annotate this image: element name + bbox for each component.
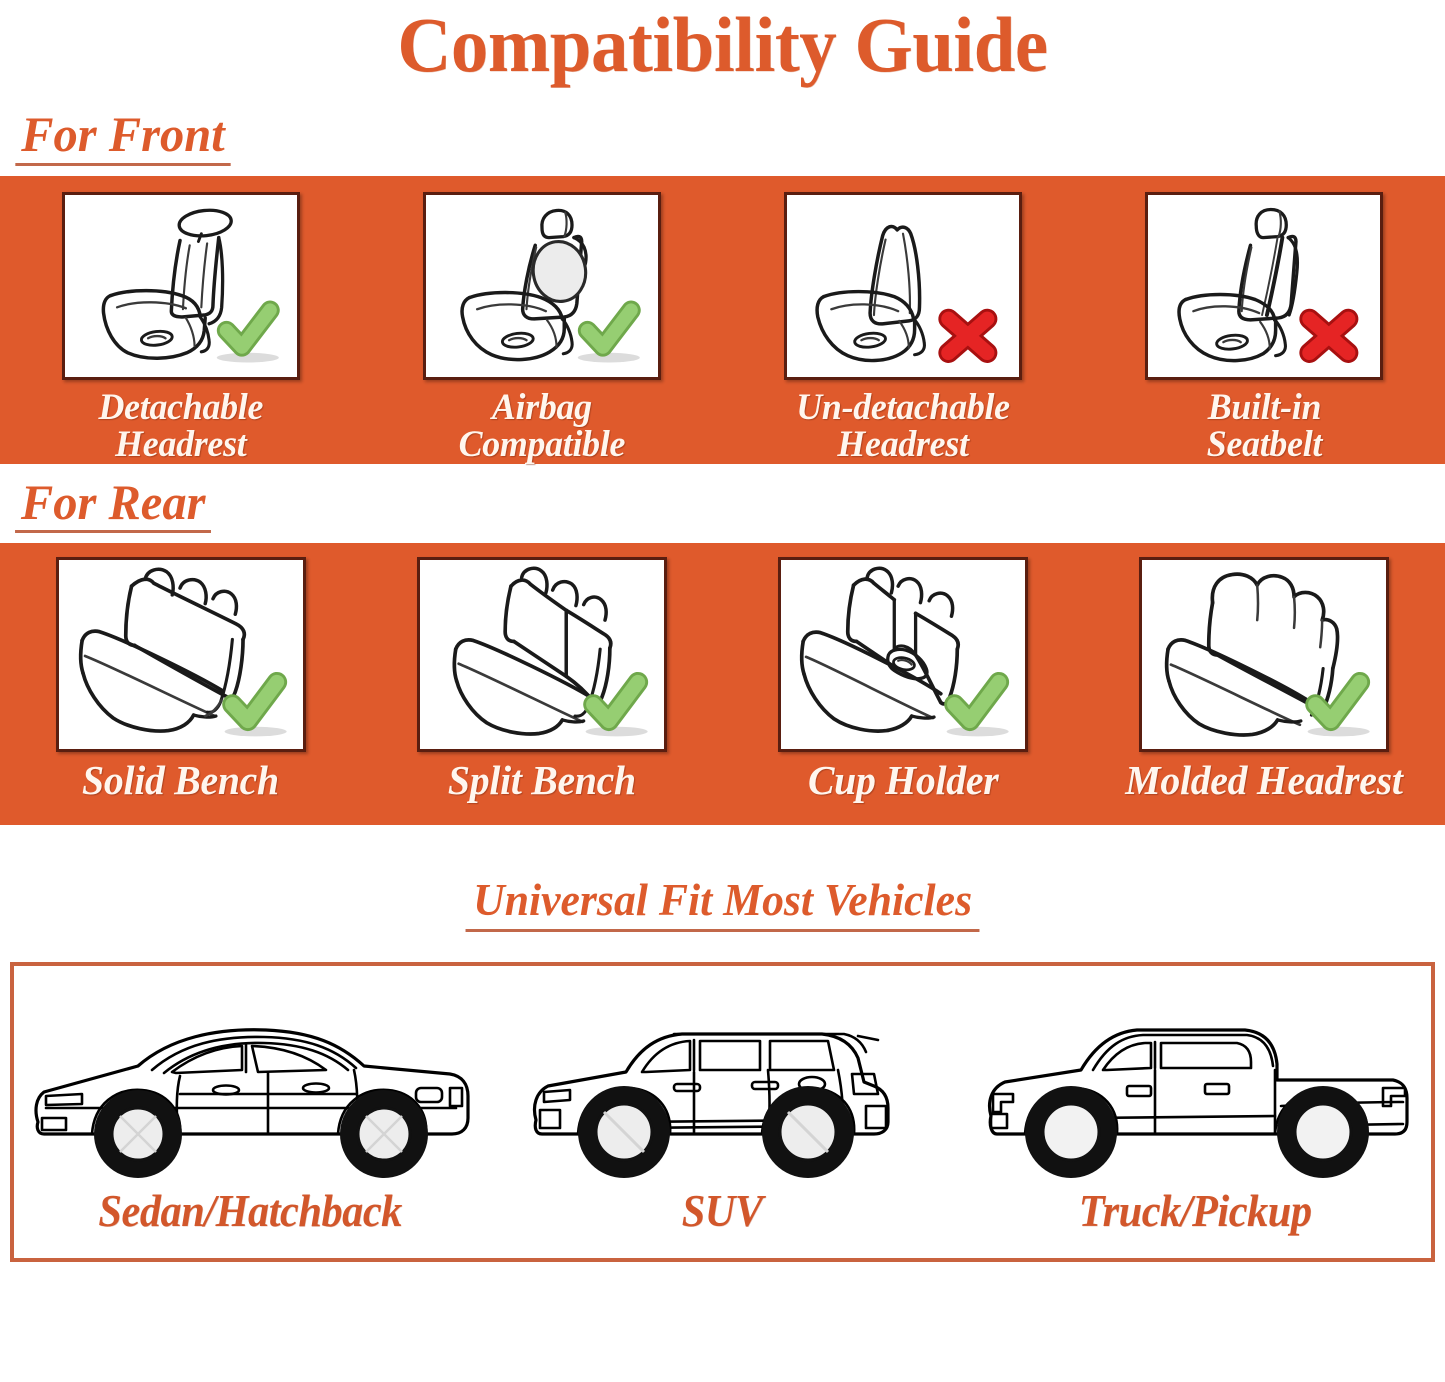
front-seat-detachable-headrest-illustration xyxy=(101,208,280,362)
red-x-icon xyxy=(938,308,998,363)
vehicle-labels-row: Sedan/Hatchback SUV Truck/Pickup xyxy=(14,1180,1431,1237)
label-line-1: Built-in xyxy=(1207,386,1322,428)
universal-fit-header: Universal Fit Most Vehicles xyxy=(0,873,1445,932)
label-line-1: Detachable xyxy=(98,386,263,428)
front-seat-builtin-seatbelt-illustration xyxy=(1177,207,1359,363)
rear-split-bench-illustration xyxy=(452,566,649,737)
front-item-label: Built-in Seatbelt xyxy=(1206,386,1323,466)
suv-art xyxy=(486,1010,958,1180)
rear-compatibility-band: Solid Bench xyxy=(0,543,1445,825)
rear-item-split-bench: Split Bench xyxy=(361,557,722,802)
truck-icon xyxy=(987,1028,1409,1178)
rear-item-label: Solid Bench xyxy=(82,757,280,803)
green-check-icon xyxy=(216,300,280,362)
label-line-1: Airbag xyxy=(491,386,592,428)
green-check-icon xyxy=(583,671,649,737)
green-check-icon xyxy=(1305,671,1371,737)
green-check-icon xyxy=(577,300,641,362)
green-check-icon xyxy=(944,671,1010,737)
rear-item-label: Molded Headrest xyxy=(1125,757,1404,803)
rear-item-label: Cup Holder xyxy=(807,757,999,803)
front-item-label: Un-detachable Headrest xyxy=(796,386,1010,466)
rear-molded-headrest-thumbnail xyxy=(1139,557,1390,752)
front-seat-undetachable-headrest-illustration xyxy=(815,224,998,363)
section-heading-rear: For Rear xyxy=(15,475,212,533)
rear-item-cup-holder: Cup Holder xyxy=(723,557,1084,802)
sedan-art xyxy=(14,1010,486,1180)
front-item-airbag-compatible: Airbag Compatible xyxy=(361,191,722,466)
green-check-icon xyxy=(221,671,287,737)
front-seat-builtin-seatbelt-thumbnail xyxy=(1145,191,1384,380)
rear-item-label: Split Bench xyxy=(447,757,636,803)
truck-art xyxy=(959,1010,1431,1180)
front-item-detachable-headrest: Detachable Headrest xyxy=(0,191,361,466)
front-item-builtin-seatbelt: Built-in Seatbelt xyxy=(1084,191,1445,466)
rear-solid-bench-illustration xyxy=(78,567,287,737)
front-item-undetachable-headrest: Un-detachable Headrest xyxy=(723,191,1084,466)
vehicle-label-sedan: Sedan/Hatchback xyxy=(98,1185,402,1236)
rear-solid-bench-thumbnail xyxy=(55,557,306,752)
rear-split-bench-thumbnail xyxy=(416,557,667,752)
front-item-label: Airbag Compatible xyxy=(458,386,626,466)
rear-item-solid-bench: Solid Bench xyxy=(0,557,361,802)
label-line-2: Compatible xyxy=(458,424,626,466)
universal-fit-heading: Universal Fit Most Vehicles xyxy=(465,873,980,932)
label-line-2: Seatbelt xyxy=(1206,424,1323,466)
section-heading-front: For Front xyxy=(15,108,231,166)
label-line-2: Headrest xyxy=(837,424,969,466)
vehicle-types-panel: Sedan/Hatchback SUV Truck/Pickup xyxy=(10,962,1435,1262)
label-line-1: Un-detachable xyxy=(796,386,1010,428)
vehicle-illustrations-row xyxy=(14,966,1431,1180)
rear-cup-holder-thumbnail xyxy=(778,557,1029,752)
page-title: Compatibility Guide xyxy=(397,1,1048,88)
front-seat-detachable-headrest-thumbnail xyxy=(61,191,300,380)
front-seat-airbag-illustration xyxy=(460,208,641,362)
front-seat-airbag-thumbnail xyxy=(422,191,661,380)
sedan-icon xyxy=(34,1028,470,1178)
suv-icon xyxy=(533,1032,891,1178)
vehicle-label-suv: SUV xyxy=(682,1185,763,1236)
front-seat-undetachable-headrest-thumbnail xyxy=(784,191,1023,380)
label-line-2: Headrest xyxy=(114,424,247,466)
rear-molded-headrest-illustration xyxy=(1165,572,1371,737)
front-compatibility-band: Detachable Headrest xyxy=(0,175,1445,466)
rear-section-header: For Rear xyxy=(0,475,1445,533)
rear-cup-holder-illustration xyxy=(800,566,1010,737)
rear-item-molded-headrest: Molded Headrest xyxy=(1084,557,1445,802)
front-section-header: For Front xyxy=(0,108,1445,166)
vehicle-label-truck: Truck/Pickup xyxy=(1078,1185,1312,1236)
front-item-label: Detachable Headrest xyxy=(98,386,263,466)
red-x-icon xyxy=(1299,308,1359,363)
